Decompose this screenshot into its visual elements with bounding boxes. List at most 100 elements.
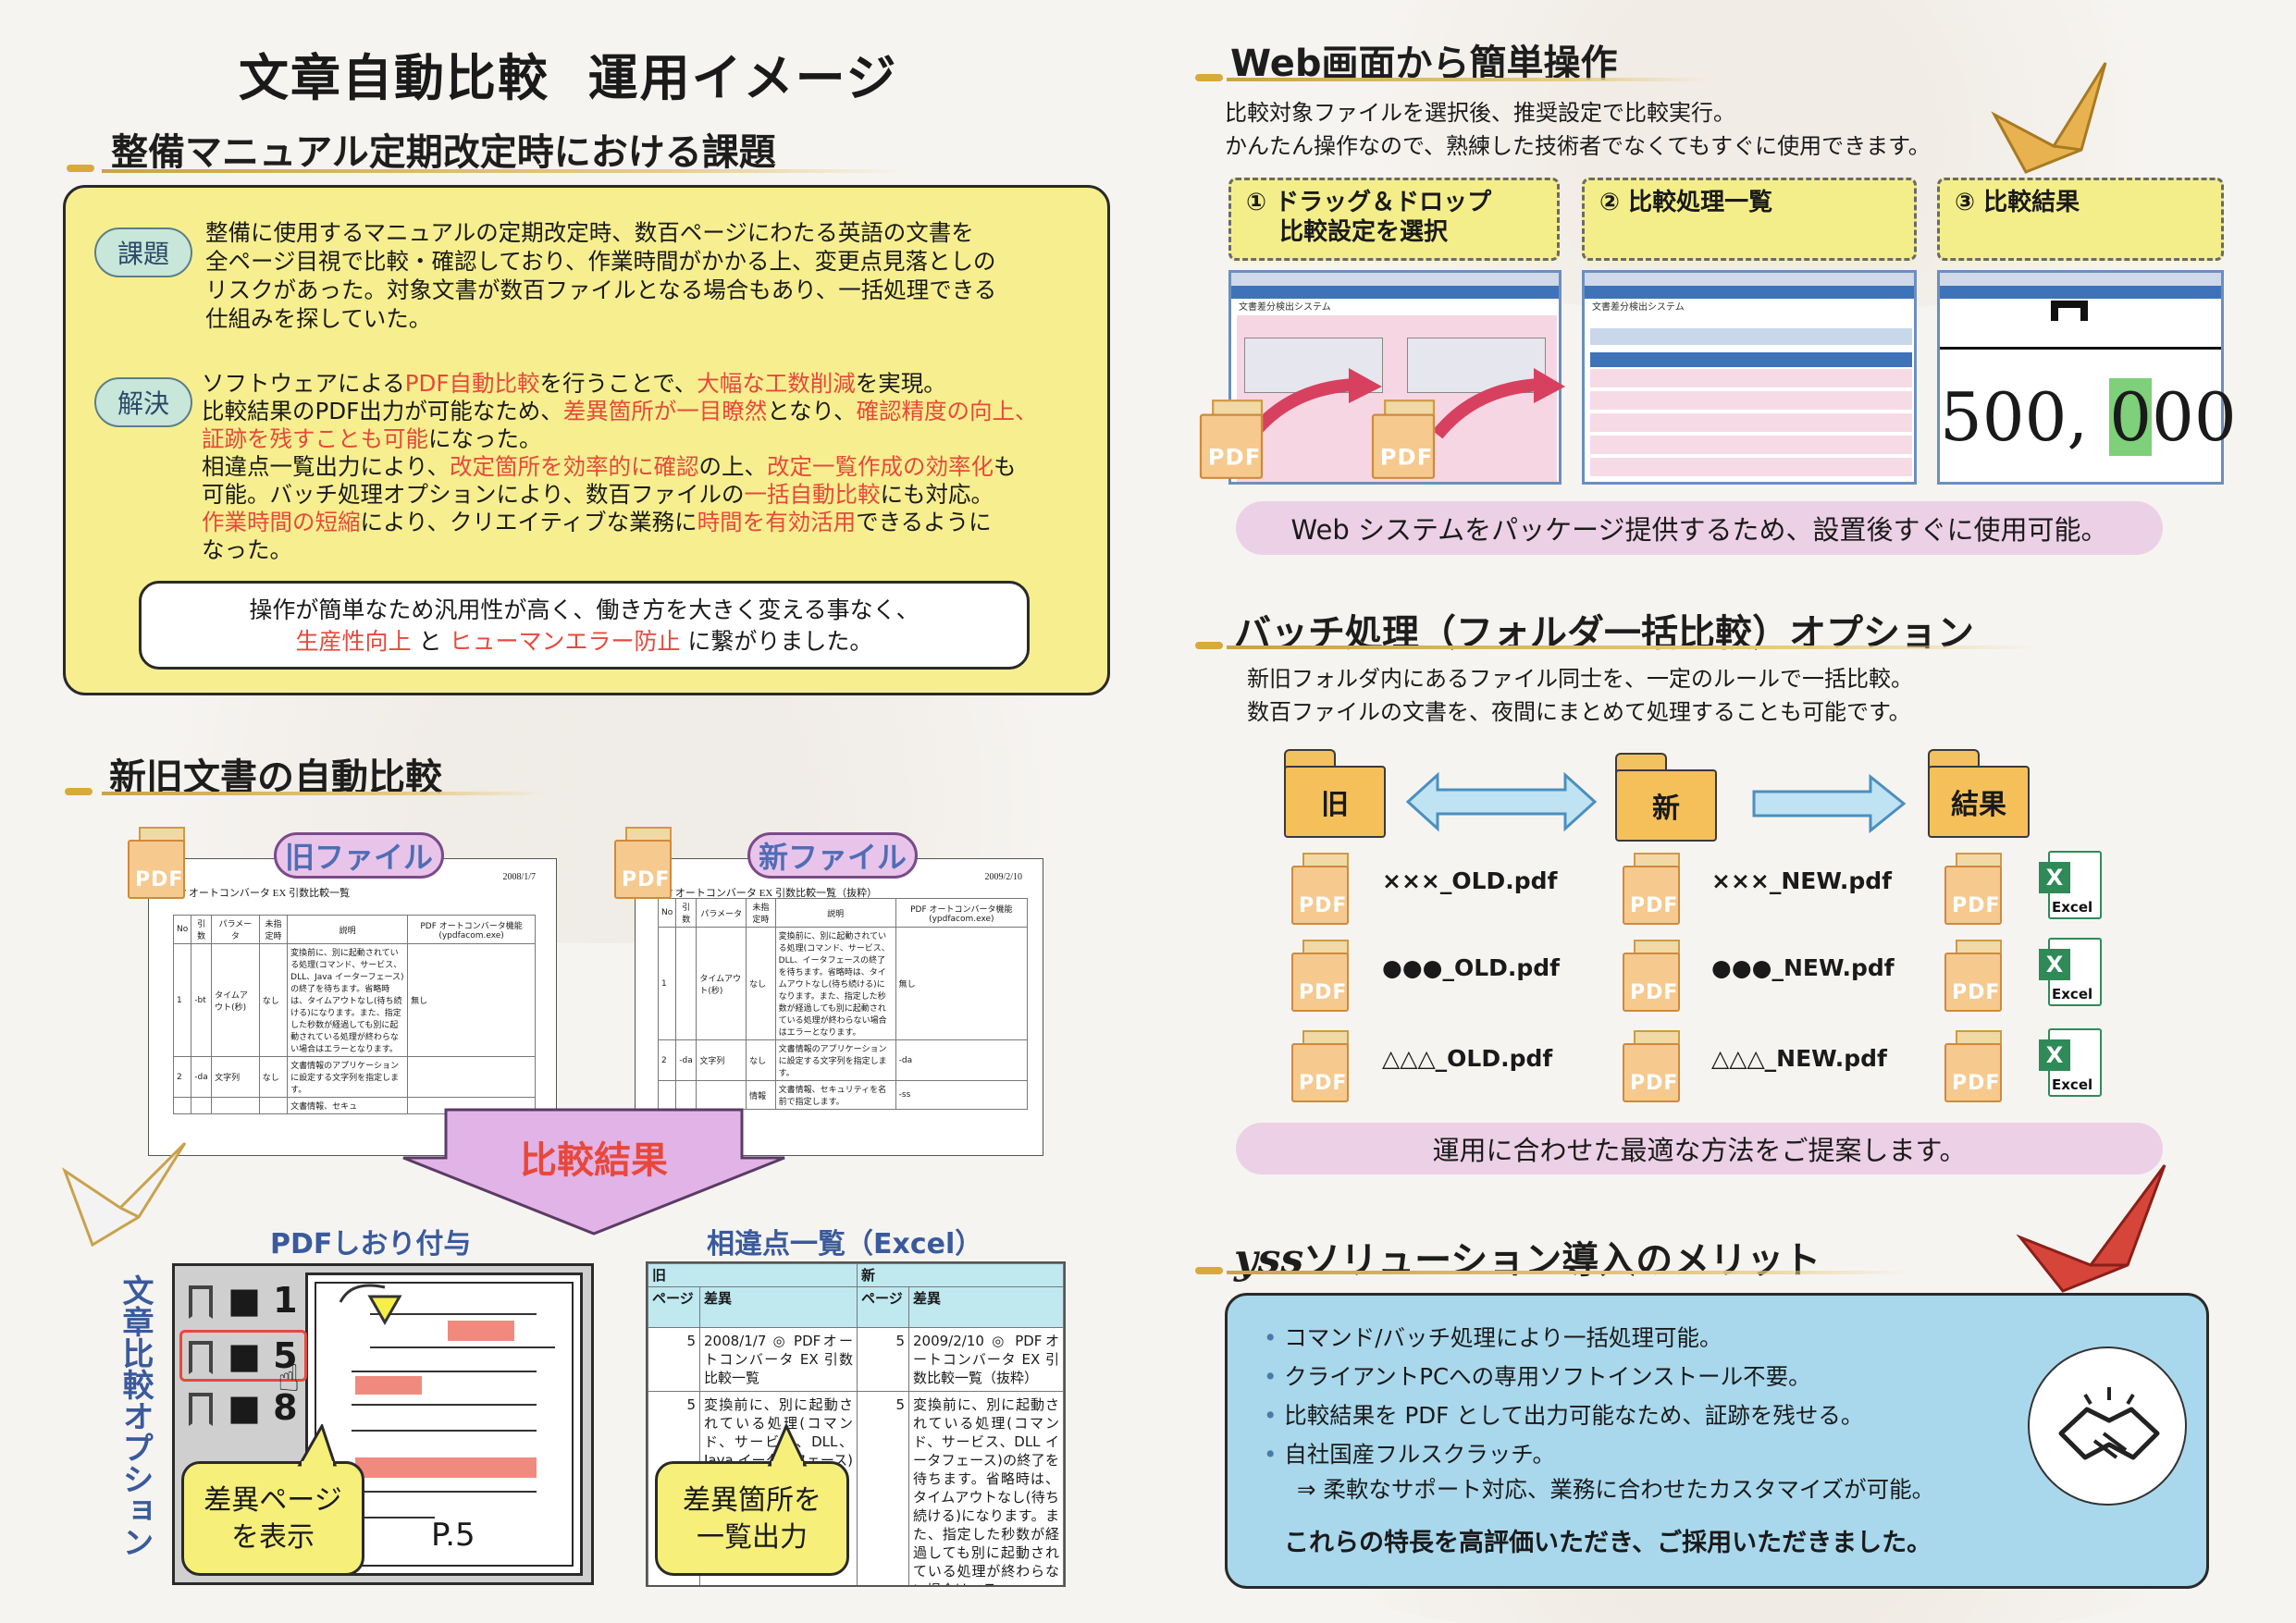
step-2-label: ② 比較処理一覧 — [1582, 178, 1917, 261]
kaiketsu-highlight: 改定一覧作成の効率化 — [767, 453, 994, 480]
table-cell: 文書情報、セキュリティを名前で指定します。 — [774, 1080, 896, 1110]
table-cell — [407, 1056, 536, 1098]
page-line — [352, 1371, 537, 1372]
step-1-label: ① ドラッグ＆ドロップ 比較設定を選択 — [1228, 178, 1560, 261]
table-cell — [211, 1097, 260, 1114]
merit-list: • コマンド/バッチ処理により一括処理可能。• クライアントPCへの専用ソフトイ… — [1264, 1319, 1863, 1474]
result-number-part: 00 — [2152, 378, 2237, 456]
diff-col-header: 新 — [857, 1263, 1064, 1287]
web-note: Web システムをパッケージ提供するため、設置後すぐに使用可能。 — [1236, 501, 2163, 555]
table-header-cell: パラメータ — [211, 915, 260, 944]
issues-heading: 整備マニュアル定期改定時における課題 — [111, 131, 776, 174]
kaiketsu-highlight: 改定箇所を効率的に確認 — [450, 453, 699, 480]
heading-accent — [1195, 74, 1223, 81]
shot-title: 文書差分検出システム — [1592, 302, 1685, 313]
step-line: ② 比較処理一覧 — [1599, 189, 1773, 216]
kaiketsu-highlight: 作業時間の短縮 — [202, 509, 361, 535]
table-cell — [258, 1097, 289, 1114]
diff-subcol-header: 差異 — [699, 1286, 858, 1328]
web-desc-line: 比較対象ファイルを選択後、推奨設定で比較実行。 — [1225, 100, 1735, 126]
pdf-icon: PDF — [1944, 940, 2002, 1012]
compare-double-arrow-icon — [1405, 771, 1598, 832]
old-file-name: △△△_OLD.pdf — [1382, 1045, 1553, 1072]
callout-line: を表示 — [231, 1521, 315, 1554]
kaiketsu-segment: 比較結果のPDF出力が可能なため、 — [202, 398, 563, 424]
table-header-cell: No — [657, 898, 677, 928]
new-file-name: ●●●_NEW.pdf — [1711, 954, 1895, 981]
bullet-icon: • — [1264, 1402, 1285, 1429]
drag-arrow-icon — [1247, 368, 1565, 439]
new-file-name: ×××_NEW.pdf — [1711, 867, 1893, 894]
paper-crane-icon — [2017, 1164, 2166, 1293]
pdf-icon: PDF — [1199, 400, 1264, 479]
pdf-icon: PDF — [1291, 940, 1349, 1012]
page-line — [370, 1346, 555, 1348]
diff-highlight — [355, 1457, 537, 1478]
jump-arrow-icon — [339, 1284, 402, 1326]
excel-label: Excel — [2052, 1076, 2093, 1093]
merit-item: • コマンド/バッチ処理により一括処理可能。 — [1264, 1319, 1863, 1358]
bookmark-heading: PDFしおり付与 — [270, 1228, 472, 1260]
folder-label: 旧 — [1284, 766, 1386, 838]
kaiketsu-line: 可能。バッチ処理オプションにより、数百ファイルの一括自動比較にも対応。 — [202, 481, 1038, 509]
batch-desc-line: 新旧フォルダ内にあるファイル同士を、一定のルールで一括比較。 — [1247, 666, 1913, 692]
merit-item: • 比較結果を PDF として出力可能なため、証跡を残せる。 — [1264, 1396, 1863, 1435]
kaiketsu-segment: により、クリエイティブな業務に — [360, 509, 697, 535]
old-doc-date: 2008/1/7 — [502, 872, 536, 882]
result-number-part: 500, — [1940, 378, 2110, 456]
table-cell: なし — [746, 1039, 776, 1081]
pdf-icon-label: PDF — [1379, 445, 1434, 472]
old-folder-icon: 旧 — [1284, 749, 1386, 838]
handshake-icon — [2028, 1346, 2187, 1506]
table-cell: なし — [746, 927, 776, 1040]
output-arrow-icon — [1752, 773, 1907, 834]
pdf-icon-label: PDF — [135, 868, 184, 891]
page-number: P.5 — [431, 1517, 475, 1554]
diff-subcol-header: ページ — [857, 1286, 909, 1328]
bookmark-item[interactable]: ■ 5 — [228, 1335, 298, 1376]
table-cell: 変換前に、別に起動されている処理(コマンド、サービス、DLL、イータフェースの終… — [774, 927, 896, 1040]
kadai-line: リスクがあった。対象文書が数百ファイルとなる場合もあり、一括処理できる — [205, 277, 997, 303]
kaiketsu-segment: になった。 — [428, 425, 542, 452]
kaiketsu-segment: となり、 — [767, 398, 857, 424]
pdf-icon: PDF — [1291, 1030, 1349, 1102]
pdf-icon: PDF — [1944, 1030, 2002, 1102]
diff-highlight — [448, 1321, 514, 1341]
table-cell: 1 — [172, 943, 192, 1057]
kaiketsu-segment: にも対応。 — [880, 481, 994, 508]
old-file-name: ●●●_OLD.pdf — [1382, 954, 1561, 981]
new-folder-icon: 新 — [1615, 753, 1717, 842]
web-desc-line: かんたん操作なので、熟練した技術者でなくてもすぐに使用できます。 — [1225, 133, 1931, 159]
table-cell: -da — [675, 1039, 697, 1081]
diff-subcol-header: 差異 — [908, 1286, 1064, 1328]
bookmark-item[interactable]: ■ 8 — [228, 1387, 298, 1428]
kaiketsu-badge: 解決 — [94, 377, 192, 427]
table-cell — [675, 927, 697, 1040]
new-file-label: 新ファイル — [747, 832, 918, 879]
bullet-icon: • — [1264, 1363, 1285, 1390]
bookmark-icon — [189, 1341, 213, 1374]
shot-title: 文書差分検出システム — [1239, 302, 1331, 313]
table-cell: 文字列 — [696, 1039, 747, 1081]
heading-underline — [1227, 646, 2041, 649]
merit-item-text: 自社国産フルスクラッチ。 — [1284, 1441, 1556, 1468]
summary-line: 生産性向上 と ヒューマンエラー防止 に繋がりました。 — [142, 626, 1027, 658]
result-number: 500, 000 — [1940, 378, 2237, 456]
pdf-icon-label: PDF — [1630, 981, 1679, 1004]
summary-tail: に繋がりました。 — [680, 628, 873, 655]
step-3-label: ③ 比較結果 — [1937, 178, 2224, 261]
page-line — [352, 1517, 435, 1518]
pdf-icon: PDF — [1291, 853, 1349, 925]
bookmark-item[interactable]: ■ 1 — [228, 1280, 298, 1321]
bookmark-selection[interactable] — [179, 1330, 307, 1382]
table-cell: 文書情報、セキュ — [287, 1097, 409, 1114]
kaiketsu-line: 相違点一覧出力により、改定箇所を効率的に確認の上、改定一覧作成の効率化も — [202, 453, 1038, 481]
merit-closing: これらの特長を高評価いただき、ご採用いただきました。 — [1284, 1529, 1932, 1557]
new-doc-date: 2009/2/10 — [984, 872, 1022, 882]
kadai-line: 整備に使用するマニュアルの定期改定時、数百ページにわたる英語の文書を — [205, 219, 974, 246]
new-file-name: △△△_NEW.pdf — [1711, 1045, 1887, 1072]
excel-label: Excel — [2052, 899, 2093, 916]
